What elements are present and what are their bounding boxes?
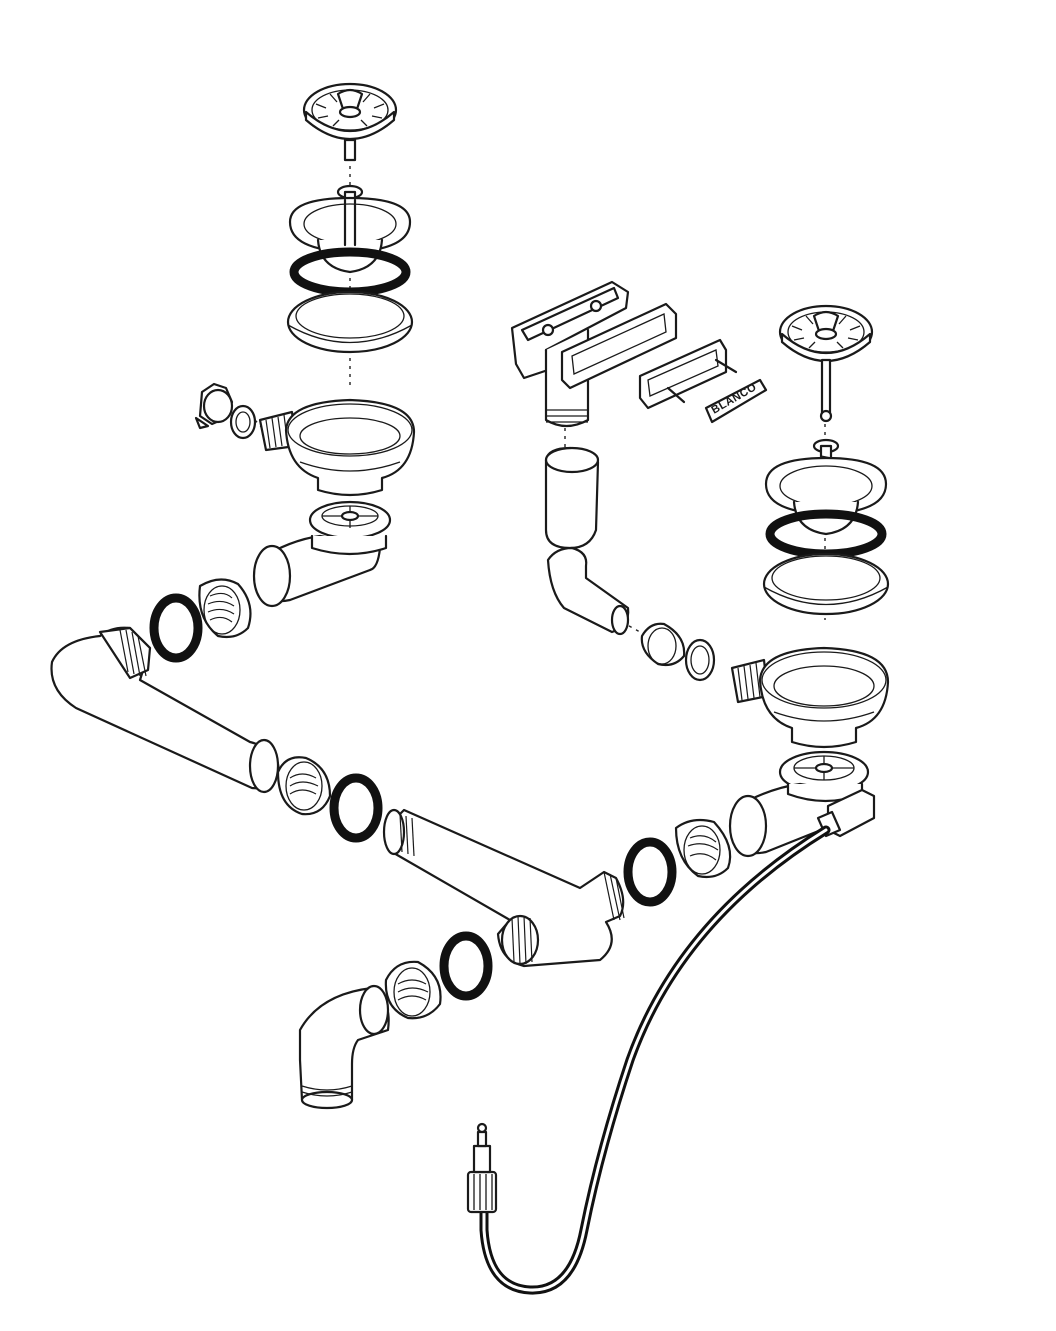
left-pipe-elbow-icon <box>252 534 388 608</box>
pop-up-mechanism-housing-icon <box>816 788 876 838</box>
left-union-nut-icon <box>194 382 234 430</box>
left-strainer-basket-icon <box>302 82 398 162</box>
left-drain-body-icon <box>308 500 392 540</box>
overflow-tube-icon <box>544 446 600 550</box>
tee-connector-icon <box>382 808 625 968</box>
left-long-pipe-icon <box>50 626 280 794</box>
right-drain-bowl-icon <box>730 646 890 749</box>
left-drain-bowl-icon <box>258 398 416 497</box>
pop-up-knob-icon <box>466 1122 498 1214</box>
overflow-elbow-icon <box>546 546 630 636</box>
right-drain-body-icon <box>778 750 870 794</box>
lower-union-nut-icon <box>384 960 442 1020</box>
overflow-cover-plate-icon: BLANCO <box>704 378 768 424</box>
pop-up-cable-icon <box>479 825 831 1295</box>
overflow-union-nut-icon <box>640 622 686 667</box>
overflow-cover-frame-icon <box>638 338 738 410</box>
overflow-washer-icon <box>684 638 716 682</box>
middle-union-nut-icon <box>276 756 332 816</box>
right-strainer-basket-icon <box>778 304 874 423</box>
right-pipe-elbow-icon <box>728 782 864 858</box>
right-lower-gasket-icon <box>623 837 677 907</box>
middle-gasket-icon <box>329 773 383 843</box>
left-upper-union-nut-icon <box>198 578 252 639</box>
right-sealing-washer-icon <box>762 552 890 616</box>
right-lower-union-nut-icon <box>674 818 732 879</box>
overflow-gasket-frame-icon <box>560 302 678 390</box>
lower-gasket-icon <box>439 931 493 1001</box>
left-upper-gasket-icon <box>149 593 203 663</box>
left-small-washer-icon <box>229 404 257 440</box>
outlet-elbow-icon <box>298 984 390 1110</box>
left-sealing-washer-icon <box>286 290 414 354</box>
